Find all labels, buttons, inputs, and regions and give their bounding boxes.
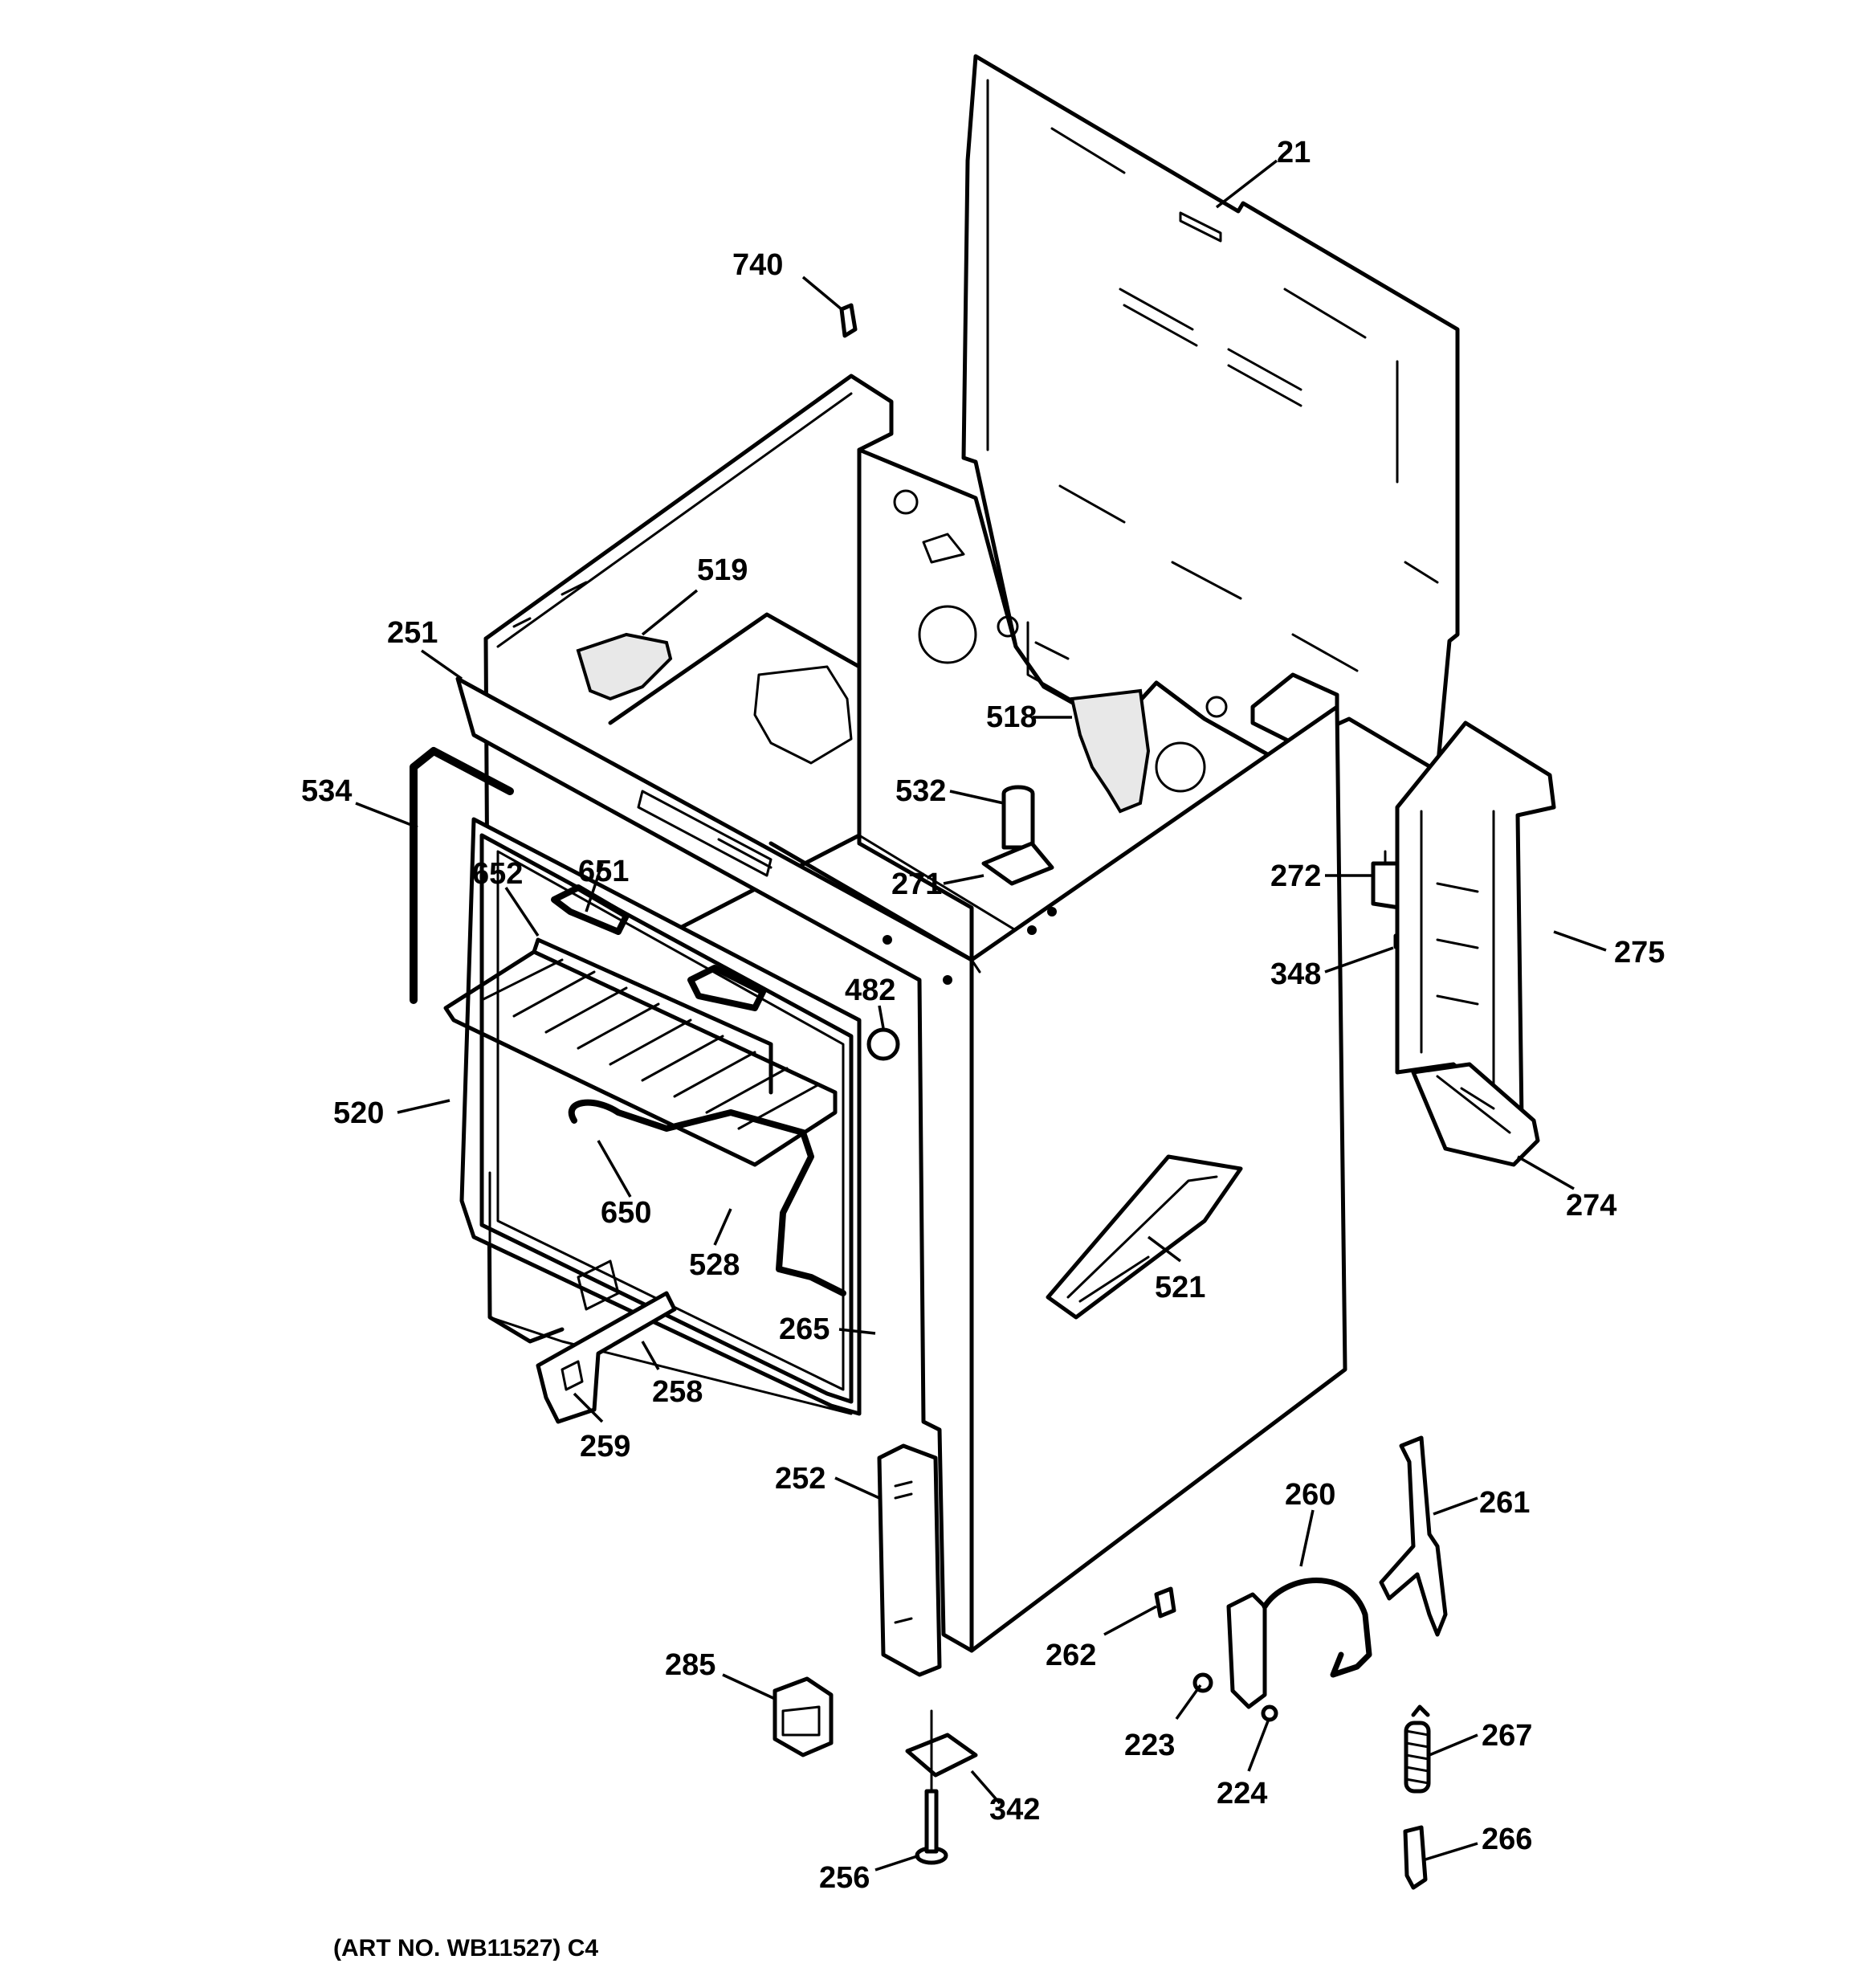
callout-259: 259	[580, 1430, 630, 1463]
hinge-261	[1379, 1435, 1448, 1637]
callout-652: 652	[472, 857, 523, 891]
callout-258: 258	[652, 1375, 703, 1409]
callout-266: 266	[1482, 1823, 1532, 1856]
oven-cabinet	[455, 374, 1347, 1653]
lamp-socket-482	[866, 1027, 900, 1061]
callout-534: 534	[301, 774, 352, 808]
oven-rack	[443, 937, 838, 1167]
broil-element	[551, 884, 766, 1011]
callout-labels: 21 740 519 251 518 534 532 652 651 271 2…	[301, 136, 1665, 1895]
hinge-spring	[1404, 1704, 1431, 1794]
callout-528: 528	[689, 1248, 740, 1282]
insulation-519	[576, 632, 673, 701]
callout-265: 265	[779, 1312, 830, 1346]
bake-element	[568, 1099, 846, 1296]
callout-274: 274	[1566, 1189, 1616, 1223]
nut-224	[1261, 1704, 1278, 1722]
callout-348: 348	[1270, 957, 1321, 991]
callout-482: 482	[845, 974, 895, 1007]
insulation-518	[1070, 688, 1151, 814]
callout-272: 272	[1270, 859, 1321, 893]
hinge-260	[1226, 1578, 1372, 1709]
callout-271: 271	[891, 867, 942, 901]
callout-256: 256	[819, 1861, 870, 1895]
callout-740: 740	[732, 248, 783, 282]
spring-link	[1403, 1825, 1428, 1890]
drawer-slide	[536, 1291, 677, 1424]
oven-light	[981, 785, 1054, 886]
callout-285: 285	[665, 1648, 715, 1682]
callout-251: 251	[387, 616, 438, 650]
callout-650: 650	[601, 1196, 651, 1230]
callout-260: 260	[1285, 1478, 1335, 1512]
callout-275: 275	[1614, 936, 1665, 970]
callout-342: 342	[989, 1793, 1040, 1827]
callout-519: 519	[697, 553, 748, 587]
callout-223: 223	[1124, 1729, 1175, 1762]
callout-518: 518	[986, 700, 1037, 734]
back-panel	[961, 54, 1460, 774]
callout-267: 267	[1482, 1719, 1532, 1753]
callout-262: 262	[1046, 1639, 1096, 1672]
hinge-receiver	[877, 1443, 942, 1677]
callout-520: 520	[333, 1096, 384, 1130]
art-number: (ART NO. WB11527) C4	[333, 1935, 598, 1961]
callout-252: 252	[775, 1462, 826, 1496]
clip-262	[1154, 1586, 1176, 1619]
side-wrapper	[1395, 720, 1556, 1167]
callout-21: 21	[1277, 136, 1311, 169]
callout-521: 521	[1155, 1271, 1205, 1304]
callout-532: 532	[895, 774, 946, 808]
callout-261: 261	[1479, 1486, 1530, 1520]
leader-lines	[355, 159, 1607, 1872]
door-gasket	[410, 747, 514, 1004]
leveling-leg	[905, 1709, 978, 1865]
callout-224: 224	[1217, 1777, 1267, 1810]
callout-651: 651	[578, 855, 629, 888]
clip-740	[839, 303, 858, 338]
